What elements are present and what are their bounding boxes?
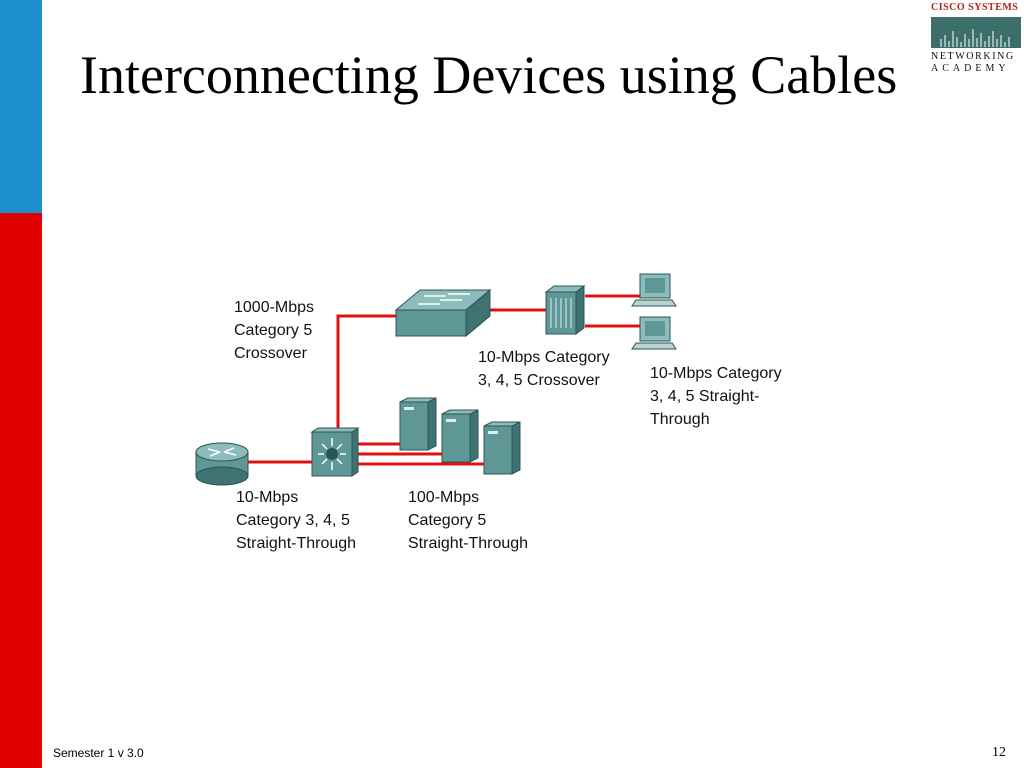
pc-icon-2	[631, 316, 677, 350]
slide-title: Interconnecting Devices using Cables	[80, 45, 898, 105]
label-10-mbps-straight-router: 10-Mbps Category 3, 4, 5 Straight-Throug…	[236, 489, 357, 552]
page-number: 12	[992, 745, 1006, 760]
cables	[248, 294, 640, 466]
logo-line-networking: Networking	[931, 51, 1015, 62]
logo-line-academy: Academy	[931, 63, 1010, 74]
label-100-mbps-straight: 100-Mbps Category 5 Straight-Through	[408, 489, 529, 552]
hub-icon	[544, 285, 586, 335]
footer-semester: Semester 1 v 3.0	[53, 746, 144, 760]
server-icon-3	[483, 421, 521, 475]
router-icon	[195, 442, 249, 486]
cisco-networking-academy-logo: Cisco Systems Networking Academy	[928, 0, 1024, 76]
ethernet-switch-icon	[310, 427, 360, 477]
label-1000-mbps-crossover: 1000-Mbps Category 5 Crossover	[234, 299, 315, 362]
logo-bars-icon	[931, 17, 1021, 48]
sidebar-blue-band	[0, 0, 42, 213]
label-10-mbps-crossover: 10-Mbps Category 3, 4, 5 Crossover	[478, 349, 610, 389]
server-icon-1	[399, 397, 437, 451]
pc-icon-1	[631, 273, 677, 307]
server-icon-2	[441, 409, 479, 463]
logo-line-cisco-systems: Cisco Systems	[931, 2, 1019, 13]
cable-1000-crossover	[336, 314, 396, 440]
label-10-mbps-straight-pc: 10-Mbps Category 3, 4, 5 Straight- Throu…	[650, 365, 782, 428]
sidebar-red-band	[0, 213, 42, 768]
workgroup-switch-icon	[394, 288, 492, 338]
